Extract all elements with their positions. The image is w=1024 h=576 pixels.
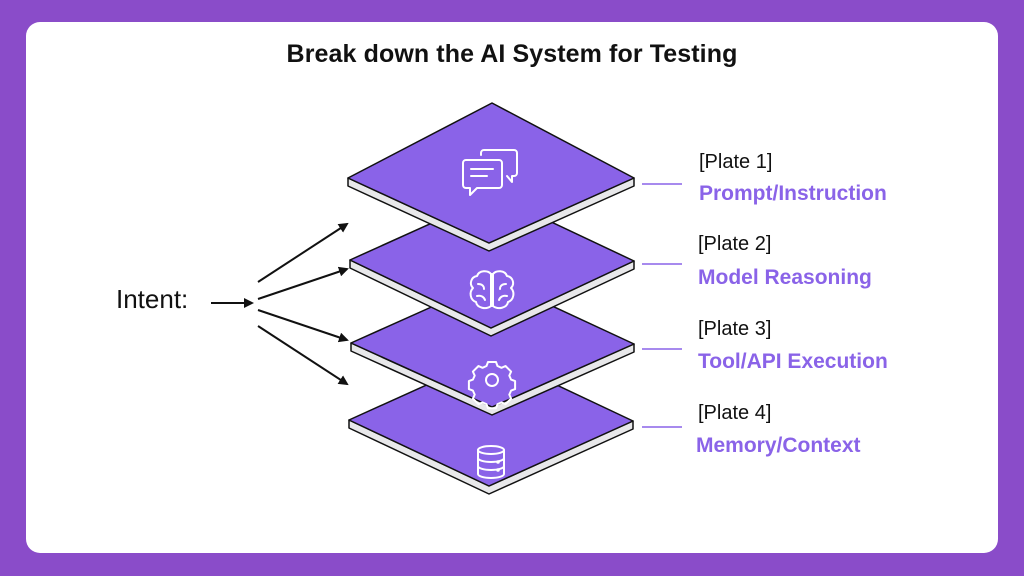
plate-1-name: Prompt/Instruction <box>699 182 887 205</box>
plate-1 <box>347 102 635 252</box>
gear-icon <box>467 361 517 410</box>
plate-1-label: [Plate 1] <box>699 151 773 173</box>
arrow-to-plate-3 <box>257 309 349 343</box>
arrow-to-plate-1 <box>257 222 349 283</box>
diagram-card: Break down the AI System for Testing <box>26 22 998 553</box>
database-icon <box>477 445 505 479</box>
label-connectors <box>642 183 682 428</box>
intent-arrows <box>211 222 349 386</box>
plate-2-label: [Plate 2] <box>698 233 772 255</box>
plate-4-label: [Plate 4] <box>698 402 772 424</box>
chat-bubbles-icon <box>462 149 518 196</box>
plate-3-name: Tool/API Execution <box>698 350 888 373</box>
brain-icon <box>469 270 515 310</box>
plate-3 <box>350 278 635 416</box>
plate-3-label: [Plate 3] <box>698 318 772 340</box>
layer-stack-diagram <box>211 102 682 495</box>
intent-label: Intent: <box>116 284 189 314</box>
arrow-to-plate-4 <box>257 325 349 386</box>
page-title: Break down the AI System for Testing <box>286 40 738 68</box>
plate-2-name: Model Reasoning <box>698 266 872 289</box>
plate-4-name: Memory/Context <box>696 434 861 457</box>
arrow-to-plate-2 <box>257 266 349 300</box>
